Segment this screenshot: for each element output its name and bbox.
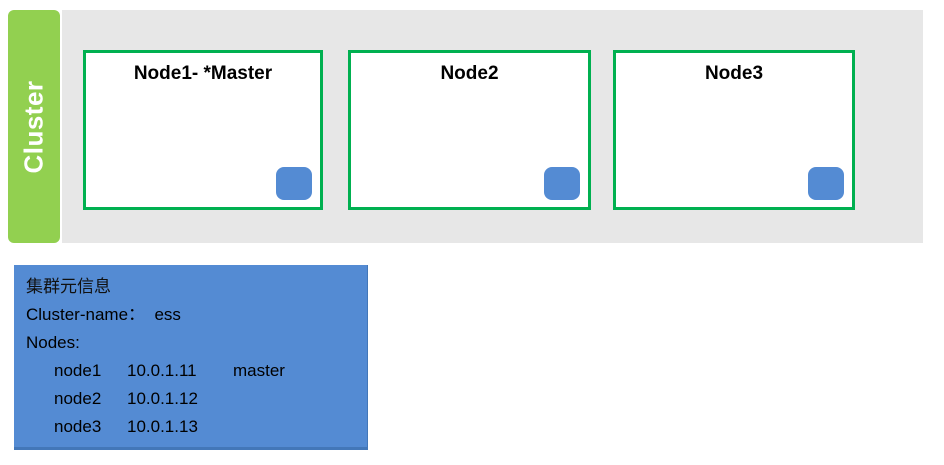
meta-cluster-name-line: Cluster-name： ess [26, 305, 181, 324]
node-box-node1: Node1- *Master [83, 50, 323, 210]
meta-node-ip: 10.0.1.12 [127, 389, 198, 408]
node-box-node3: Node3 [613, 50, 855, 210]
meta-node-ip: 10.0.1.13 [127, 417, 198, 436]
shard-icon [808, 167, 844, 200]
meta-node-row: node3 10.0.1.13 [26, 413, 367, 441]
cluster-meta-info-box: 集群元信息 Cluster-name： ess Nodes: node1 10.… [14, 265, 368, 450]
cluster-panel: Node1- *Master Node2 Node3 [62, 10, 923, 243]
meta-nodes-header: Nodes: [26, 333, 80, 352]
meta-node-role: master [233, 361, 285, 380]
meta-node-name: node3 [54, 417, 102, 436]
shard-icon [544, 167, 580, 200]
node3-title: Node3 [704, 63, 764, 84]
cluster-group-label: Cluster [18, 79, 49, 174]
meta-node-name: node1 [54, 361, 102, 380]
meta-title: 集群元信息 [26, 277, 111, 296]
meta-node-row: node2 10.0.1.12 [26, 385, 367, 413]
meta-node-ip: 10.0.1.11 [127, 361, 197, 380]
meta-node-name: node2 [54, 389, 102, 408]
node1-title: Node1- *Master [133, 63, 273, 84]
node2-title: Node2 [440, 63, 499, 84]
meta-node-row: node1 10.0.1.11 master [26, 357, 367, 385]
node-box-node2: Node2 [348, 50, 591, 210]
cluster-group-tab: Cluster [8, 10, 60, 243]
shard-icon [276, 167, 312, 200]
